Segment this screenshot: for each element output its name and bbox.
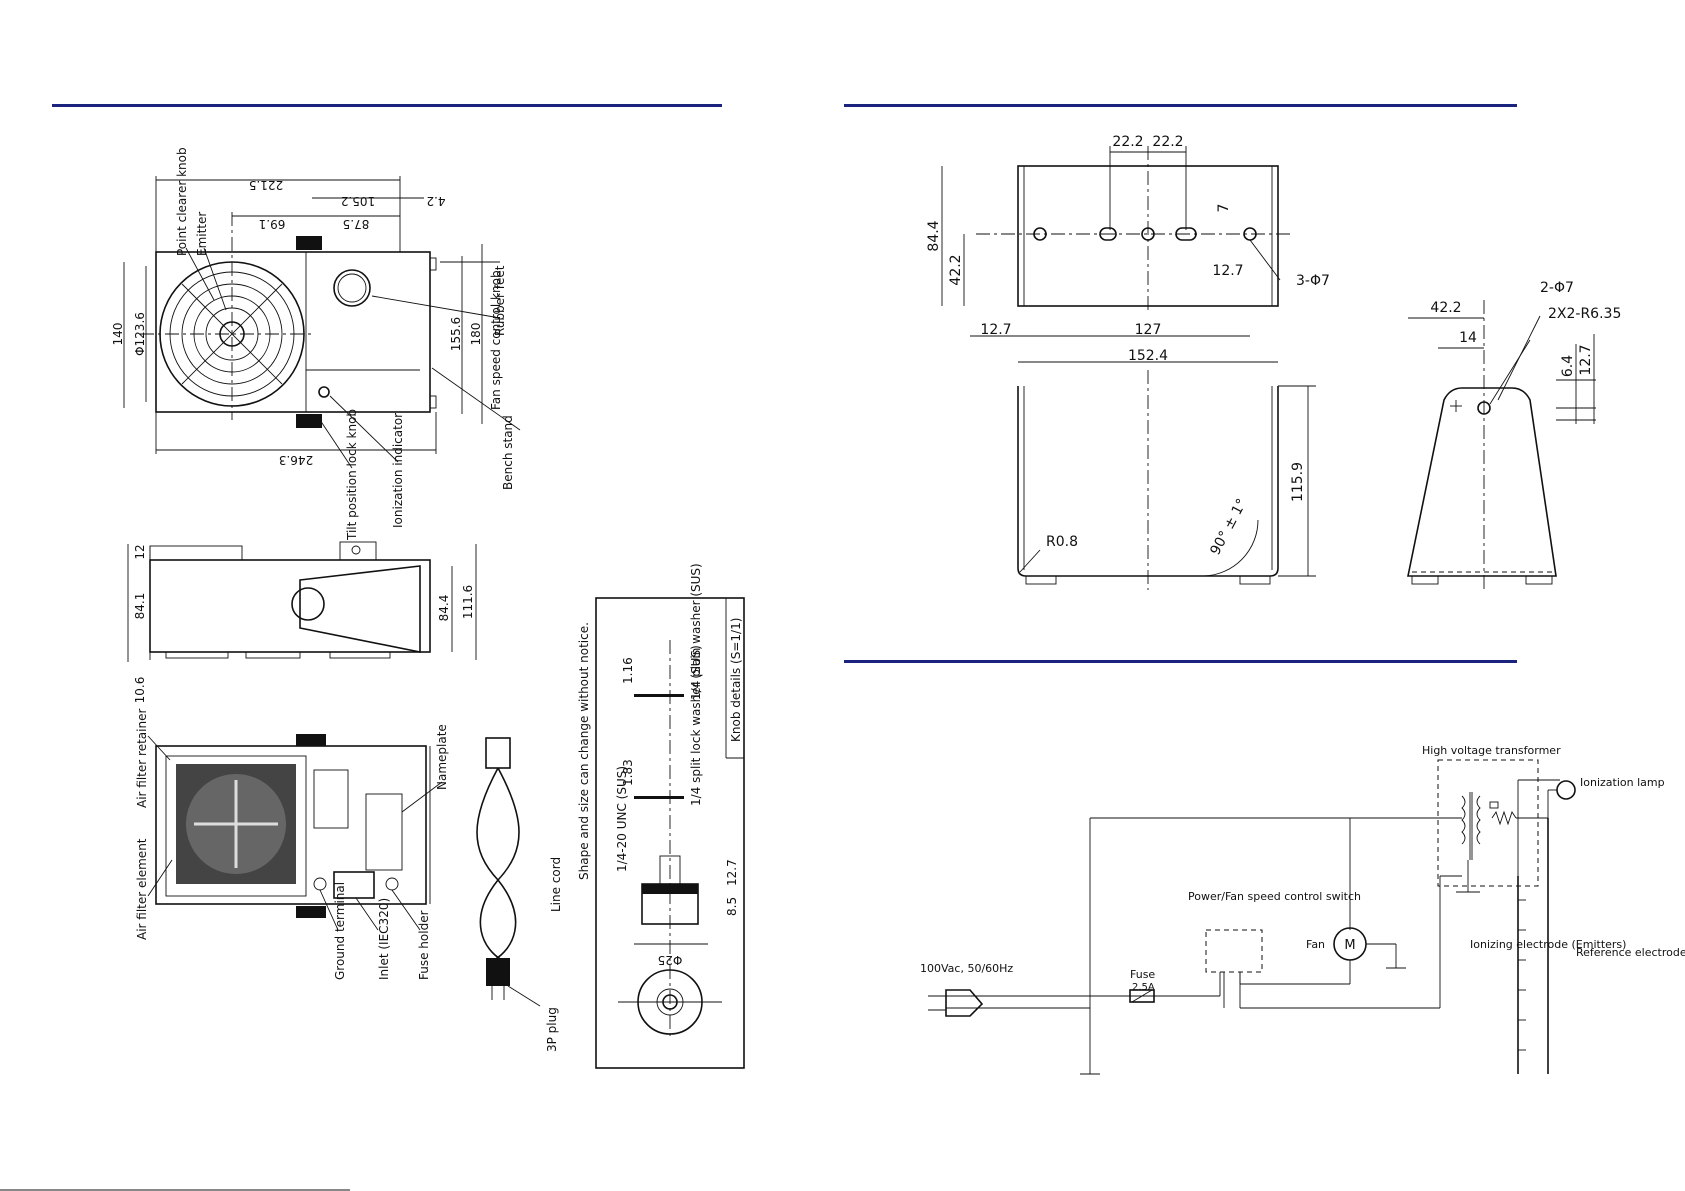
label-ionization-lamp: Ionization lamp [1580, 776, 1665, 789]
front-view-dims: 221.5 105.2 87.5 69.1 4.2 140 Φ123.6 155… [111, 178, 483, 467]
knob-dim-dia-25: Φ25 [658, 953, 683, 967]
dim-105-2: 105.2 [341, 194, 375, 208]
dim-180: 180 [469, 323, 483, 346]
fan-grille [159, 261, 305, 407]
knob-dim-1-83: 1.83 [621, 759, 635, 786]
circuit-diagram: M [928, 759, 1576, 1075]
dim-84-4-stand: 84.4 [926, 220, 942, 251]
label-supply: 100Vac, 50/60Hz [920, 962, 1013, 975]
label-ionization-indicator: Ionization indicator [391, 413, 405, 528]
stand-front-view: 115.9 R0.8 90° ± 1° [1017, 370, 1316, 590]
dim-115-9: 115.9 [1290, 462, 1306, 502]
dim-90-deg: 90° ± 1° [1207, 496, 1250, 558]
label-reference-electrode: Reference electrode [1576, 946, 1685, 959]
label-air-filter-retainer: Air filter retainer [135, 709, 149, 808]
label-emitter: Emitter [195, 212, 209, 256]
knob-title: Knob details (S=1/1) [729, 618, 743, 742]
dim-7: 7 [1216, 204, 1232, 213]
stand-side-view: 42.2 2-Φ7 2X2-R6.35 14 6.4 12.7 [1407, 280, 1621, 590]
dim-140: 140 [111, 323, 125, 346]
knob-dim-12-7: 12.7 [725, 859, 739, 886]
knob-split-washer: 1/4 split lock washer (SUS) [689, 645, 703, 806]
side-view [127, 541, 477, 662]
knob-unc: 1/4-20 UNC (SUS) [615, 766, 629, 872]
dim-155-6: 155.6 [449, 317, 463, 351]
fan-speed-knob [333, 269, 371, 307]
dim-3-dia-7: 3-Φ7 [1296, 273, 1330, 289]
label-fuse: Fuse [1130, 968, 1155, 981]
knob-dim-8-5: 8.5 [725, 897, 739, 916]
rear-view-labels: Air filter retainer Air filter element N… [135, 709, 449, 980]
dim-12: 12 [133, 544, 147, 559]
knob-plain-washer: 1/4 plain washer (SUS) [689, 563, 703, 700]
dim-2-dia-7: 2-Φ7 [1540, 280, 1574, 296]
label-fuse-holder: Fuse holder [417, 910, 431, 980]
label-ionizing-electrode: Ionizing electrode (Emitters) [1470, 938, 1626, 951]
label-air-filter-element: Air filter element [135, 838, 149, 940]
dim-42-2-side: 42.2 [1430, 300, 1461, 316]
dim-69-1: 69.1 [259, 217, 286, 231]
dim-6-4: 6.4 [1560, 355, 1576, 377]
circuit-labels: High voltage transformer Ionization lamp… [920, 744, 1685, 993]
dim-246-3: 246.3 [279, 453, 313, 467]
label-power-switch: Power/Fan speed control switch [1188, 890, 1361, 903]
stand-top-dims: 22.2 22.2 7 84.4 42.2 12.7 3-Φ7 12.7 127… [926, 134, 1330, 364]
dim-12-7-right: 12.7 [1212, 263, 1243, 279]
dim-12-7-left: 12.7 [980, 322, 1011, 338]
label-point-clearer-knob: Point clearer knob [175, 147, 189, 256]
dim-12-7-side: 12.7 [1578, 344, 1594, 375]
dim-10-6: 10.6 [133, 677, 147, 704]
dim-152-4: 152.4 [1128, 348, 1168, 364]
notice-text: Shape and size can change without notice… [577, 622, 591, 880]
label-hv-transformer: High voltage transformer [1422, 744, 1561, 757]
label-rubber-feet: Rubber feet [493, 265, 507, 336]
dim-221-5: 221.5 [249, 178, 283, 192]
front-view-labels: Point clearer knob Emitter Rubber feet F… [175, 147, 521, 541]
label-3p-plug: 3P plug [545, 1007, 559, 1052]
knob-dim-1-16: 1.16 [621, 657, 635, 684]
dim-2x2-r6-35: 2X2-R6.35 [1548, 306, 1621, 322]
dim-22-2-b: 22.2 [1152, 134, 1183, 150]
dim-22-2-a: 22.2 [1112, 134, 1143, 150]
dim-dia-123-6: Φ123.6 [133, 312, 147, 356]
stand-top-view [941, 146, 1290, 363]
right-top-rule [844, 104, 1517, 107]
label-tilt-lock-knob: Tilt position lock knob [345, 409, 359, 541]
dim-4-2: 4.2 [426, 194, 445, 208]
side-view-dims: 12 84.1 10.6 84.4 111.6 [133, 544, 475, 703]
dim-84-1: 84.1 [133, 593, 147, 620]
dim-14: 14 [1459, 330, 1477, 346]
label-ground-terminal: Ground terminal [333, 882, 347, 980]
dim-87-5: 87.5 [343, 217, 370, 231]
rear-view [155, 734, 431, 918]
label-fan: Fan [1306, 938, 1325, 951]
dim-111-6: 111.6 [461, 585, 475, 619]
label-line-cord: Line cord [549, 857, 563, 912]
dim-127: 127 [1135, 322, 1162, 338]
fan-motor-m: M [1344, 938, 1355, 953]
label-fan-speed-knob: Fan speed control knob [489, 270, 503, 410]
label-inlet: Inlet (IEC320) [377, 898, 391, 980]
label-nameplate: Nameplate [435, 724, 449, 790]
dim-84-4: 84.4 [437, 595, 451, 622]
knob-details-box: Knob details (S=1/1) 1/4 plain washer (S… [595, 563, 745, 1069]
left-top-rule [52, 104, 722, 107]
dim-42-2-stand: 42.2 [948, 254, 964, 285]
dim-r0-8: R0.8 [1046, 534, 1078, 550]
label-bench-stand: Bench stand [501, 415, 515, 490]
label-fuse-rating: 2.5A [1132, 982, 1155, 993]
line-cord: Line cord 3P plug [476, 737, 563, 1052]
front-view [123, 176, 483, 454]
right-middle-rule [844, 660, 1517, 663]
